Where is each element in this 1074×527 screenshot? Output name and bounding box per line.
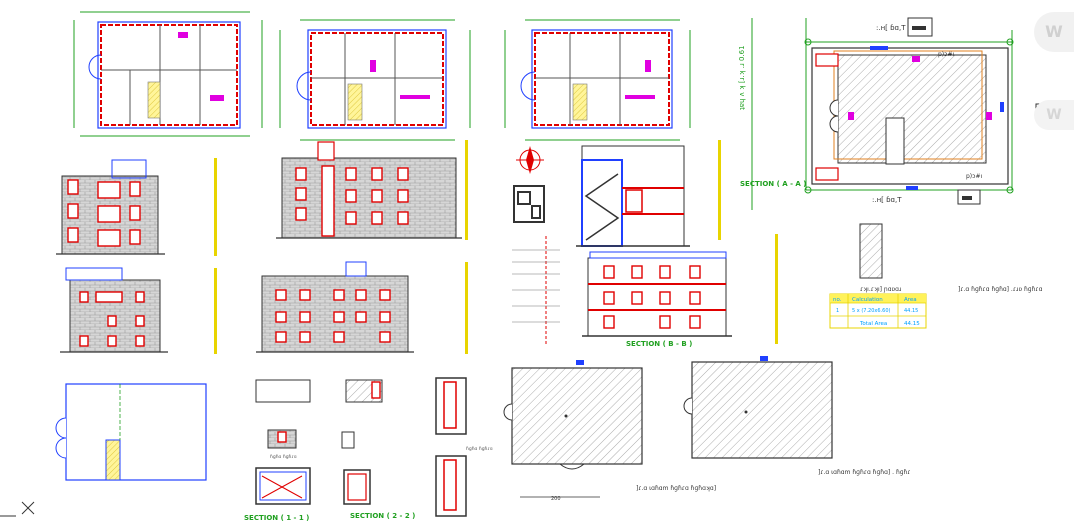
area-table-total-label: Total Area [859,321,887,327]
section-2-2-label: SECTION ( 2 - 2 ) [350,512,415,520]
section-a-a: SECTION ( A - A ) [576,145,806,247]
level-markers [214,140,778,354]
section-b-b-label: SECTION ( B - B ) [626,340,692,348]
north-arrow-icon [516,146,544,174]
area-table: no. Calculation Area 1 5 x (7.20x6.60) 4… [829,293,927,329]
area-table-row-calc: 5 x (7.20x6.60) [852,308,890,314]
section-b-b: SECTION ( B - B ) [582,251,732,348]
detail-note-2: ɦɡɦɑ ɦɡɦɾɑ [270,454,297,460]
floor-plan-2 [279,19,471,141]
watermark-badge: W [1034,12,1074,52]
vertical-road-label: ʇɐɥ ʌ ʞ [ɹ.ʞ .ɹ 0.61 [738,45,746,110]
floor-plan-3 [504,19,691,141]
side-elevation-1 [276,141,462,239]
cad-cursor-icon [0,501,35,517]
roof-plan-center-scale: 200 [551,496,561,502]
plot-right-label: p)ɔ#ı [938,51,954,58]
roof-plan-right: ]ɾ.ɑ ɩɑɦɑm ɦɡɦɾɑ ɦɡɦɑ] . ɦɡɦɾ [683,356,911,476]
plot-right-label-2: p)ɔ#ı [966,173,982,180]
section-1-1-label: SECTION ( 1 - 1 ) [244,514,309,522]
plan-b-thumbnail: ɾʞı.ɾʞı] ɲɑʋɑɹ ]ɾ.ɑ ɦɡɦɾɑ ɦɡɦɑ] .ɾɹʋ ɦɡɦ… [859,223,1043,293]
roof-plan-right-caption: ]ɾ.ɑ ɩɑɦɑm ɦɡɦɾɑ ɦɡɦɑ] . ɦɡɦɾ [818,469,911,476]
detail-parts: ɦɡɦɑ ɦɡɦɾɑ ɦɡɦɑ ɦɡɦɾɑ [255,377,493,517]
logo-icon [513,185,545,223]
site-plan: ʇɐɥ ʌ ʞ [ɹ.ʞ .ɹ 0.61 :.ʜ[ ɓɑ,T :.ʜ[ ɓɑ,T… [738,17,1059,210]
site-bottom-label: :.ʜ[ ɓɑ,T [872,196,902,204]
area-table-header-calc: Calculation [852,297,883,303]
floor-plan-1 [73,11,263,137]
plan-caption-right: ]ɾ.ɑ ɦɡɦɾɑ ɦɡɦɑ] .ɾɹʋ ɦɡɦɾɑ [958,286,1043,293]
site-top-label: :.ʜ[ ɓɑ,T [876,24,906,32]
detail-note-1: ɦɡɦɑ ɦɡɦɾɑ [466,446,493,452]
area-table-row-no: 1 [836,308,839,314]
roof-plan-left [55,383,207,481]
roof-plan-center: ]ɾ.ɑ ɩɑɦɑm ɦɡɦɾɑ ɦɡɦɑʞɑ] 200 [503,360,716,502]
area-table-total-value: 44.15 [904,321,920,327]
notes-column [512,236,560,346]
side-elevation-2 [256,261,414,353]
area-table-header-no: no. [833,297,842,303]
area-table-header-area: Area [904,297,917,303]
watermark-badge-2: W [1034,100,1074,130]
section-2-2: SECTION ( 2 - 2 ) [343,469,415,520]
section-a-a-label: SECTION ( A - A ) [740,180,806,188]
rear-elevation [60,267,168,353]
roof-plan-center-caption: ]ɾ.ɑ ɩɑɦɑm ɦɡɦɾɑ ɦɡɦɑʞɑ] [636,485,716,492]
area-table-row-area: 44.15 [904,308,918,314]
front-elevation [56,159,165,255]
plan-b-caption: ɾʞı.ɾʞı] ɲɑʋɑɹ [860,286,901,293]
section-1-1: SECTION ( 1 - 1 ) [244,467,311,522]
